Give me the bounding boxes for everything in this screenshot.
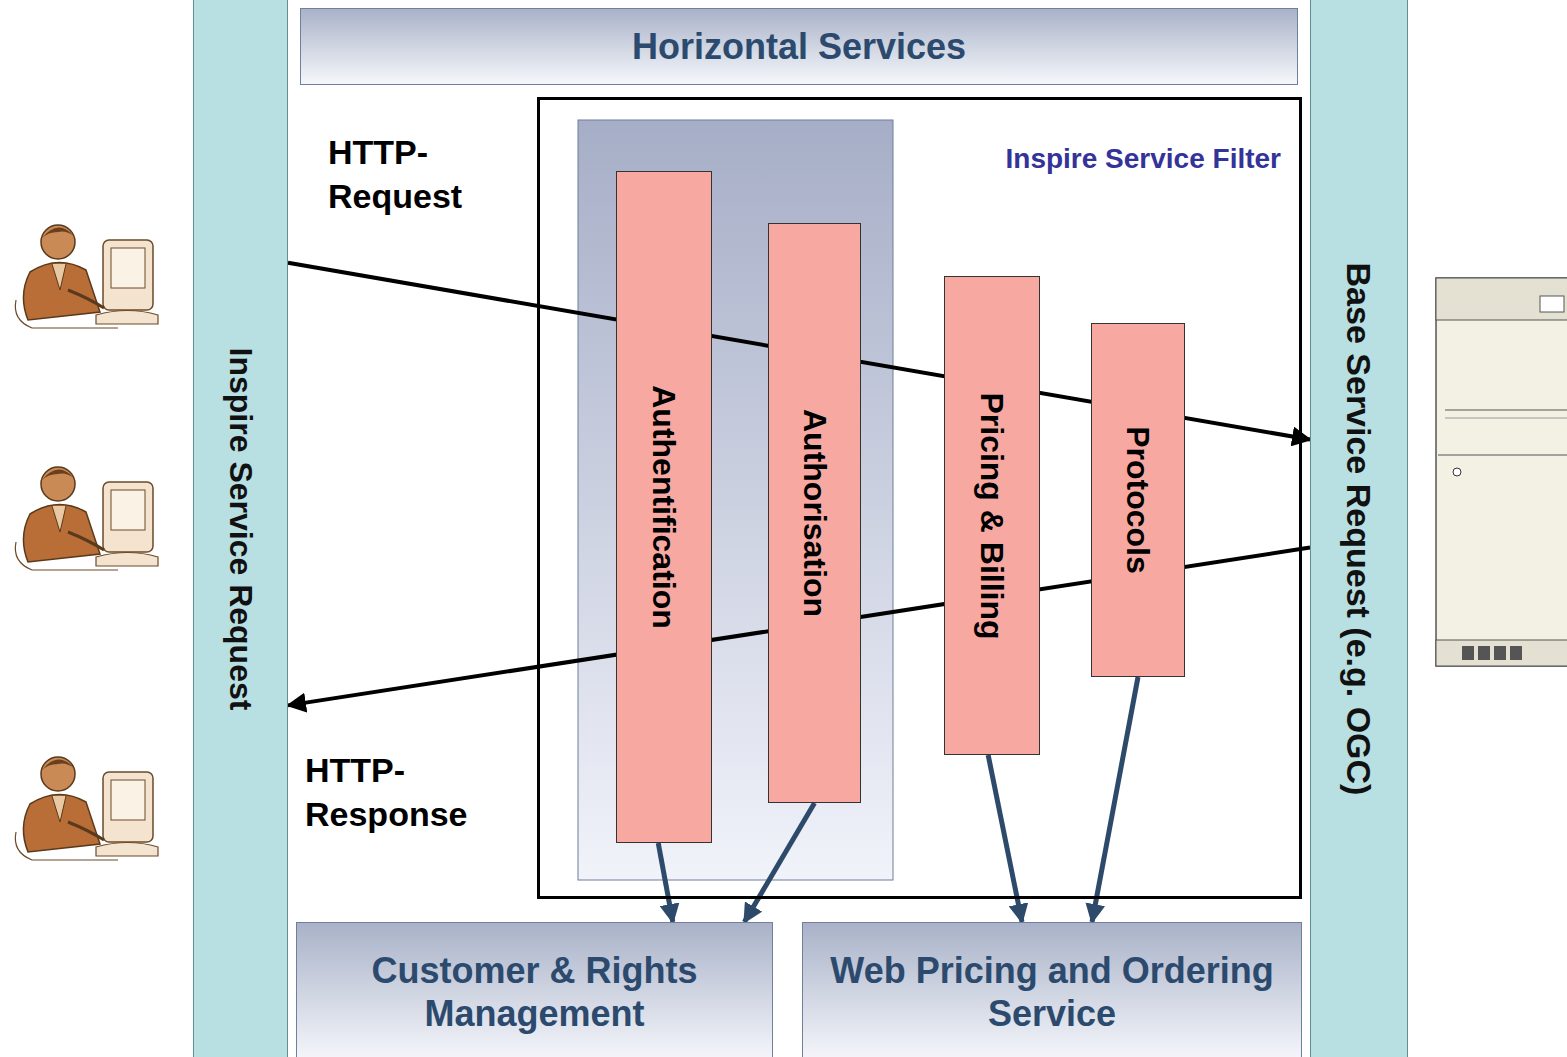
box-label: Web Pricing and Ordering Service bbox=[803, 949, 1301, 1035]
flow-label: HTTP- Response bbox=[305, 748, 525, 836]
vertical-label: Authentification bbox=[645, 385, 683, 629]
box-label: Inspire Service Filter bbox=[1006, 142, 1281, 176]
user-icon bbox=[15, 225, 158, 328]
filter-container: Inspire Service FilterAuthentification Au… bbox=[537, 97, 1302, 899]
user-icon bbox=[15, 467, 158, 570]
filter-module: Protocols bbox=[1091, 323, 1185, 677]
service-link bbox=[744, 803, 814, 922]
security-group-area bbox=[578, 120, 893, 880]
filter-module: Authorisation bbox=[768, 223, 861, 803]
vertical-label: Pricing & Billing bbox=[973, 392, 1011, 639]
box-label: Horizontal Services bbox=[622, 25, 976, 68]
service-box: Web Pricing and Ordering Service bbox=[802, 922, 1302, 1057]
server-icon bbox=[1436, 278, 1567, 666]
service-band: Horizontal Services bbox=[300, 8, 1298, 85]
interface-bar: Inspire Service Request bbox=[193, 0, 288, 1057]
filter-module: Pricing & Billing bbox=[944, 276, 1040, 755]
vertical-label: Inspire Service Request bbox=[221, 347, 259, 710]
interface-bar: Base Service Request (e.g. OGC) bbox=[1310, 0, 1408, 1057]
service-box: Customer & Rights Management bbox=[296, 922, 773, 1057]
vertical-label: Protocols bbox=[1119, 426, 1157, 574]
vertical-label: Base Service Request (e.g. OGC) bbox=[1339, 262, 1380, 795]
vertical-label: Authorisation bbox=[795, 409, 833, 617]
box-label: Customer & Rights Management bbox=[297, 949, 772, 1035]
service-link bbox=[1092, 677, 1138, 922]
user-icon bbox=[15, 757, 158, 860]
flow-label: HTTP- Request bbox=[328, 130, 518, 218]
service-link bbox=[658, 843, 673, 922]
filter-module: Authentification bbox=[616, 171, 712, 843]
